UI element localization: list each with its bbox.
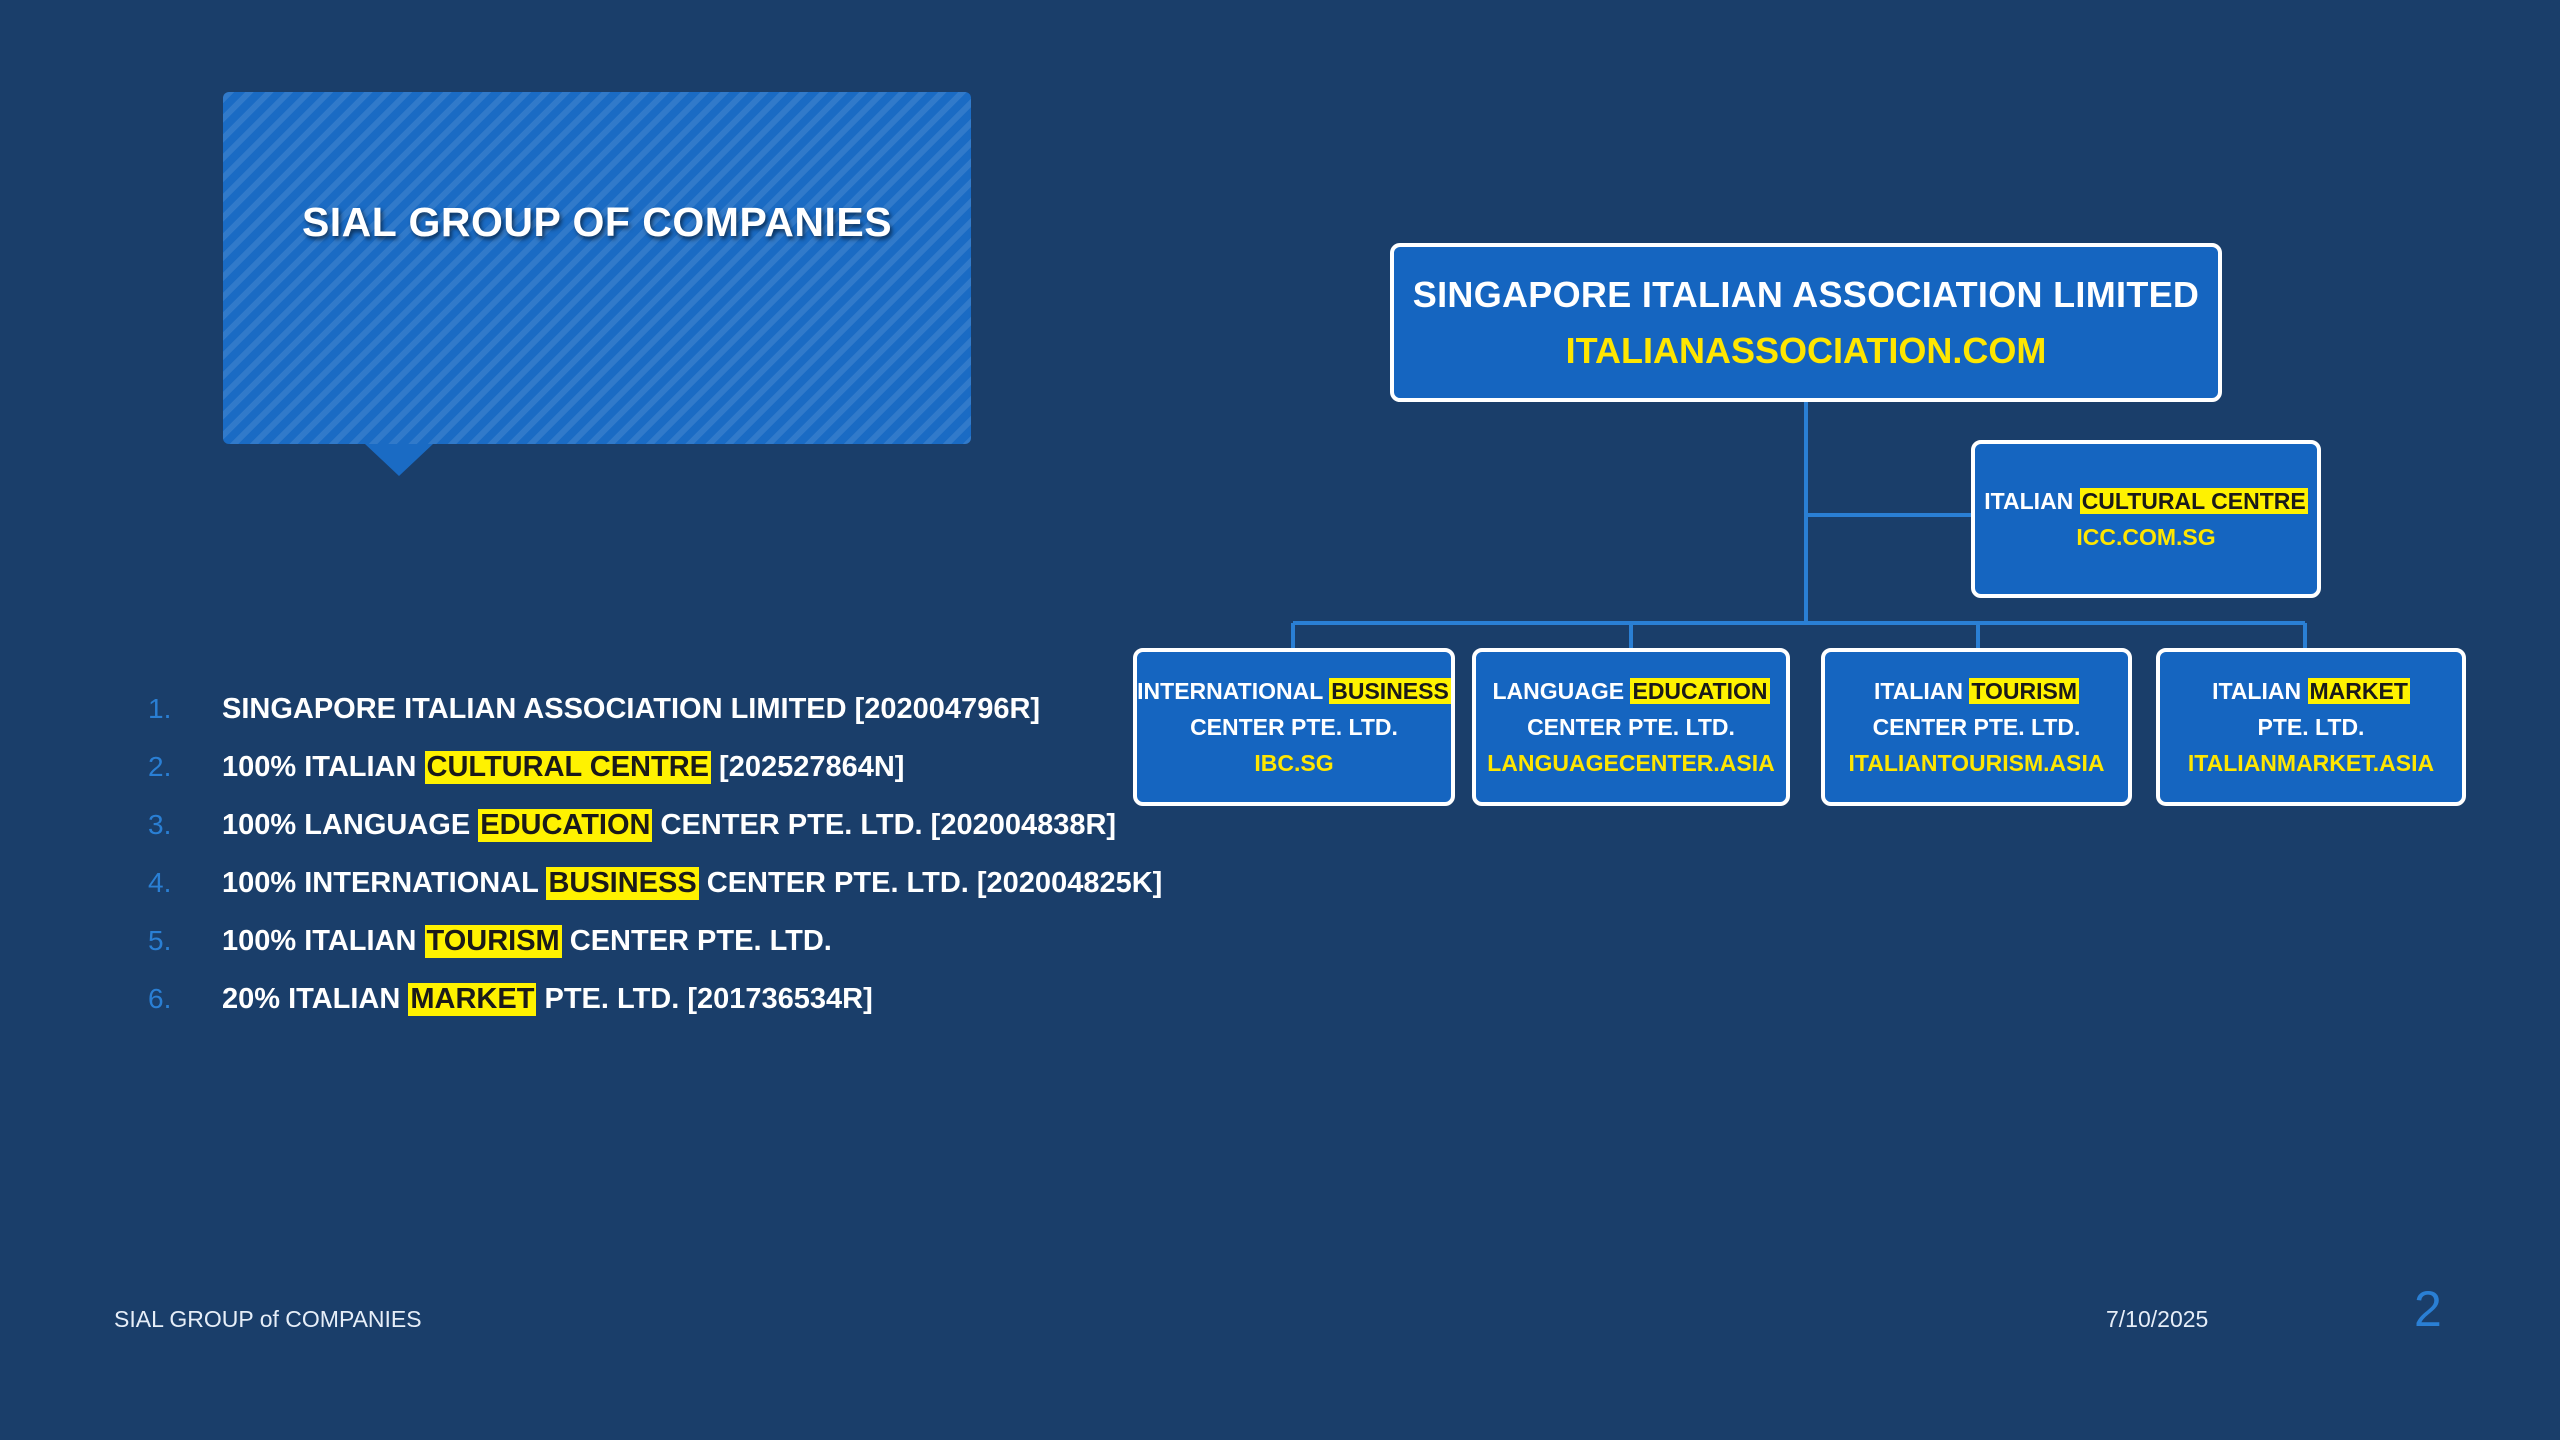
- list-item: 2. 100% ITALIAN CULTURAL CENTRE [2025278…: [140, 738, 1162, 796]
- list-item: 3. 100% LANGUAGE EDUCATION CENTER PTE. L…: [140, 796, 1162, 854]
- list-text-tail: PTE. LTD. [201736534R]: [536, 982, 873, 1015]
- list-number: 5.: [148, 925, 172, 956]
- list-text: SINGAPORE ITALIAN ASSOCIATION LIMITED [2…: [222, 692, 1041, 725]
- list-highlight: BUSINESS: [546, 866, 699, 900]
- list-text: 100% ITALIAN: [222, 750, 425, 783]
- list-number: 6.: [148, 983, 172, 1014]
- page-number: 2: [2414, 1281, 2442, 1337]
- footer-date: 7/10/2025: [2106, 1306, 2209, 1332]
- list-text: 100% LANGUAGE: [222, 808, 479, 841]
- list-text-tail: CENTER PTE. LTD.: [561, 924, 832, 957]
- org-node-name: SINGAPORE ITALIAN ASSOCIATION LIMITED: [1412, 273, 2200, 315]
- org-node-ibc: INTERNATIONAL BUSINESS CENTER PTE. LTD. …: [1133, 648, 1455, 806]
- list-number: 3.: [148, 809, 172, 840]
- footer-text: SIAL GROUP of COMPANIES: [114, 1306, 422, 1332]
- org-node-name: INTERNATIONAL BUSINESS: [1137, 673, 1451, 709]
- org-node-url: ITALIANTOURISM.ASIA: [1848, 750, 2105, 776]
- list-number: 2.: [148, 751, 172, 782]
- org-node-url: LANGUAGECENTER.ASIA: [1487, 750, 1775, 776]
- org-node-name-prefix: INTERNATIONAL: [1137, 678, 1330, 704]
- org-node-suffix: CENTER PTE. LTD.: [1872, 714, 2081, 740]
- org-node-icc: ITALIAN CULTURAL CENTRE ICC.COM.SG: [1971, 440, 2321, 598]
- list-text-tail: CENTER PTE. LTD. [202004838R]: [652, 808, 1117, 841]
- list-highlight: MARKET: [408, 982, 537, 1016]
- org-node-suffix: CENTER PTE. LTD.: [1527, 714, 1735, 740]
- org-node-url: ITALIANMARKET.ASIA: [2187, 750, 2435, 776]
- org-node-language: LANGUAGE EDUCATION CENTER PTE. LTD. LANG…: [1472, 648, 1790, 806]
- list-number: 4.: [148, 867, 172, 898]
- list-text: 100% INTERNATIONAL: [222, 866, 547, 899]
- org-node-suffix: PTE. LTD.: [2257, 714, 2365, 740]
- list-item: 4. 100% INTERNATIONAL BUSINESS CENTER PT…: [140, 854, 1162, 912]
- org-node-url: ITALIANASSOCIATION.COM: [1565, 329, 2047, 371]
- title-callout: SIAL GROUP OF COMPANIES: [223, 92, 971, 476]
- list-highlight: EDUCATION: [478, 808, 653, 842]
- org-node-suffix: CENTER PTE. LTD.: [1190, 714, 1398, 740]
- org-node-name-prefix: ITALIAN: [1984, 488, 2080, 514]
- list-highlight: CULTURAL CENTRE: [424, 750, 711, 784]
- list-text: 20% ITALIAN: [222, 982, 409, 1015]
- org-node-name-prefix: ITALIAN: [1873, 678, 1970, 704]
- org-node-highlight: MARKET: [2307, 678, 2410, 704]
- org-node-url: IBC.SG: [1254, 750, 1334, 776]
- org-node-name: ITALIAN MARKET: [2212, 673, 2410, 709]
- company-list: 1. SINGAPORE ITALIAN ASSOCIATION LIMITED…: [140, 680, 1162, 1028]
- list-highlight: TOURISM: [424, 924, 562, 958]
- org-node-tourism: ITALIAN TOURISM CENTER PTE. LTD. ITALIAN…: [1821, 648, 2132, 806]
- org-node-sial: SINGAPORE ITALIAN ASSOCIATION LIMITED IT…: [1390, 243, 2222, 402]
- list-number: 1.: [148, 693, 172, 724]
- org-node-highlight: CULTURAL CENTRE: [2079, 488, 2308, 514]
- org-node-name: LANGUAGE EDUCATION: [1492, 673, 1770, 709]
- org-node-name-prefix: ITALIAN: [2212, 678, 2308, 704]
- list-text-tail: [202527864N]: [710, 750, 905, 783]
- org-node-name: ITALIAN TOURISM: [1873, 673, 2080, 709]
- org-node-highlight: EDUCATION: [1630, 678, 1770, 704]
- org-node-market: ITALIAN MARKET PTE. LTD. ITALIANMARKET.A…: [2156, 648, 2466, 806]
- list-text: 100% ITALIAN: [222, 924, 425, 957]
- org-node-name: ITALIAN CULTURAL CENTRE: [1984, 483, 2308, 519]
- org-node-name-prefix: LANGUAGE: [1492, 678, 1631, 704]
- org-node-highlight: BUSINESS: [1329, 678, 1451, 704]
- list-item: 5. 100% ITALIAN TOURISM CENTER PTE. LTD.: [140, 912, 1162, 970]
- slide-title: SIAL GROUP OF COMPANIES: [301, 198, 893, 245]
- org-node-highlight: TOURISM: [1969, 678, 2080, 704]
- list-text-tail: CENTER PTE. LTD. [202004825K]: [698, 866, 1163, 899]
- org-node-url: ICC.COM.SG: [2076, 524, 2216, 550]
- list-item: 6. 20% ITALIAN MARKET PTE. LTD. [2017365…: [140, 970, 1162, 1028]
- list-item: 1. SINGAPORE ITALIAN ASSOCIATION LIMITED…: [140, 680, 1162, 738]
